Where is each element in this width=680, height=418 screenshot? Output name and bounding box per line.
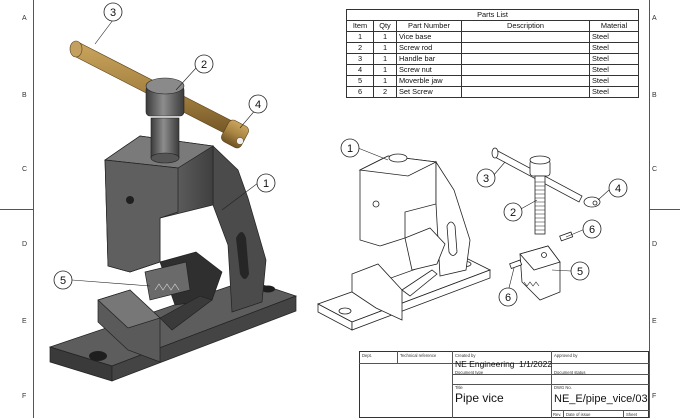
date-of-issue-label: Date of issue <box>566 412 591 417</box>
jaw-teeth <box>154 283 180 291</box>
zone-label: A <box>22 15 27 22</box>
tech-ref-label: Technical reference <box>400 353 437 358</box>
vice-body-face <box>104 159 179 273</box>
balloon-6: 6 <box>589 224 595 236</box>
table-row: 1 1 Vice base Steel <box>346 31 639 43</box>
vice-lower-v <box>159 295 213 331</box>
title-block-line <box>359 363 649 364</box>
balloon-6: 6 <box>505 292 511 304</box>
zone-label: E <box>22 318 27 325</box>
zone-label: F <box>22 393 27 400</box>
balloon-2: 2 <box>510 207 516 219</box>
balloon-2: 2 <box>201 59 207 71</box>
title-block-line <box>452 374 649 375</box>
screw-rod-head-top <box>145 77 185 95</box>
sheet-label: Sheet <box>626 412 637 417</box>
exploded-screw-threads <box>535 181 545 231</box>
balloon-1: 1 <box>263 178 269 190</box>
title-block-line <box>452 384 649 385</box>
doc-status-label: Document status <box>554 370 586 375</box>
balloon-3: 3 <box>483 173 489 185</box>
exploded-screw-nut <box>583 196 601 208</box>
table-row: 4 1 Screw nut Steel <box>346 64 639 76</box>
balloon-5: 5 <box>577 266 583 278</box>
screw-rod-collar-bottom <box>150 152 180 164</box>
created-by-value: NE Engineering <box>455 359 515 369</box>
zone-label: B <box>22 92 27 99</box>
zone-label: C <box>652 166 658 173</box>
exploded-set-screw <box>559 231 574 242</box>
screw-nut-center <box>236 137 244 145</box>
title-block-line <box>397 351 398 363</box>
zone-label: D <box>652 241 658 248</box>
zone-label: C <box>22 166 28 173</box>
handle-bar-end <box>69 40 83 58</box>
table-row: 6 2 Set Screw Steel <box>346 86 639 98</box>
dept-label: Dept. <box>362 353 373 358</box>
title-block-line <box>623 410 624 418</box>
frame-divider <box>0 209 33 210</box>
table-row: 3 1 Handle bar Steel <box>346 53 639 65</box>
title-block-line <box>452 351 453 418</box>
exploded-screw-rod <box>534 175 546 235</box>
set-screw-hole <box>126 196 134 204</box>
balloon-4: 4 <box>255 99 261 111</box>
mount-hole <box>261 285 275 293</box>
balloon-4: 4 <box>615 183 621 195</box>
movable-jaw-shaded <box>144 261 191 301</box>
created-by-label: Created by <box>455 353 476 358</box>
callout-balloons: 3 2 4 1 5 1 3 2 4 6 5 6 <box>53 2 628 307</box>
rev-label: Rev. <box>553 412 562 417</box>
dwg-no-label: DWG No. <box>554 385 572 390</box>
zone-label: E <box>652 318 657 325</box>
dwg-number: NE_E/pipe_vice/03 <box>554 393 648 405</box>
zone-label: F <box>652 393 657 400</box>
doc-type-label: Document type <box>455 370 484 375</box>
screw-rod-collar <box>150 117 180 159</box>
created-date-value: 1/1/2022 <box>519 359 553 369</box>
cell-part-number: Set Screw <box>396 86 462 98</box>
title-block-line <box>551 410 649 411</box>
zone-label: B <box>652 92 657 99</box>
balloon-5: 5 <box>60 275 66 287</box>
mount-hole <box>89 351 107 361</box>
outline-vice-base <box>317 153 491 331</box>
table-row: 2 1 Screw rod Steel <box>346 42 639 54</box>
vice-body-side <box>212 145 267 313</box>
outline-exploded-parts <box>491 147 601 301</box>
approved-by-label: Approved by <box>554 353 578 358</box>
balloon-1: 1 <box>347 143 353 155</box>
title-block-line <box>551 351 552 418</box>
zone-label: D <box>22 241 28 248</box>
exploded-set-screw <box>509 259 523 270</box>
frame-left <box>33 0 34 418</box>
vice-side-slot <box>236 232 249 279</box>
drawing-title: Pipe vice <box>455 391 504 405</box>
parts-list-table: Parts List Item Qty Part Number Descript… <box>346 9 639 98</box>
cell-material: Steel <box>589 86 639 98</box>
balloon-3: 3 <box>110 7 116 19</box>
exploded-handle-end <box>491 147 499 159</box>
title-block-line <box>563 410 564 418</box>
frame-divider <box>649 209 680 210</box>
zone-label: A <box>652 15 657 22</box>
title-label: Title <box>455 385 463 390</box>
shaded-vice-assembly <box>48 40 298 382</box>
